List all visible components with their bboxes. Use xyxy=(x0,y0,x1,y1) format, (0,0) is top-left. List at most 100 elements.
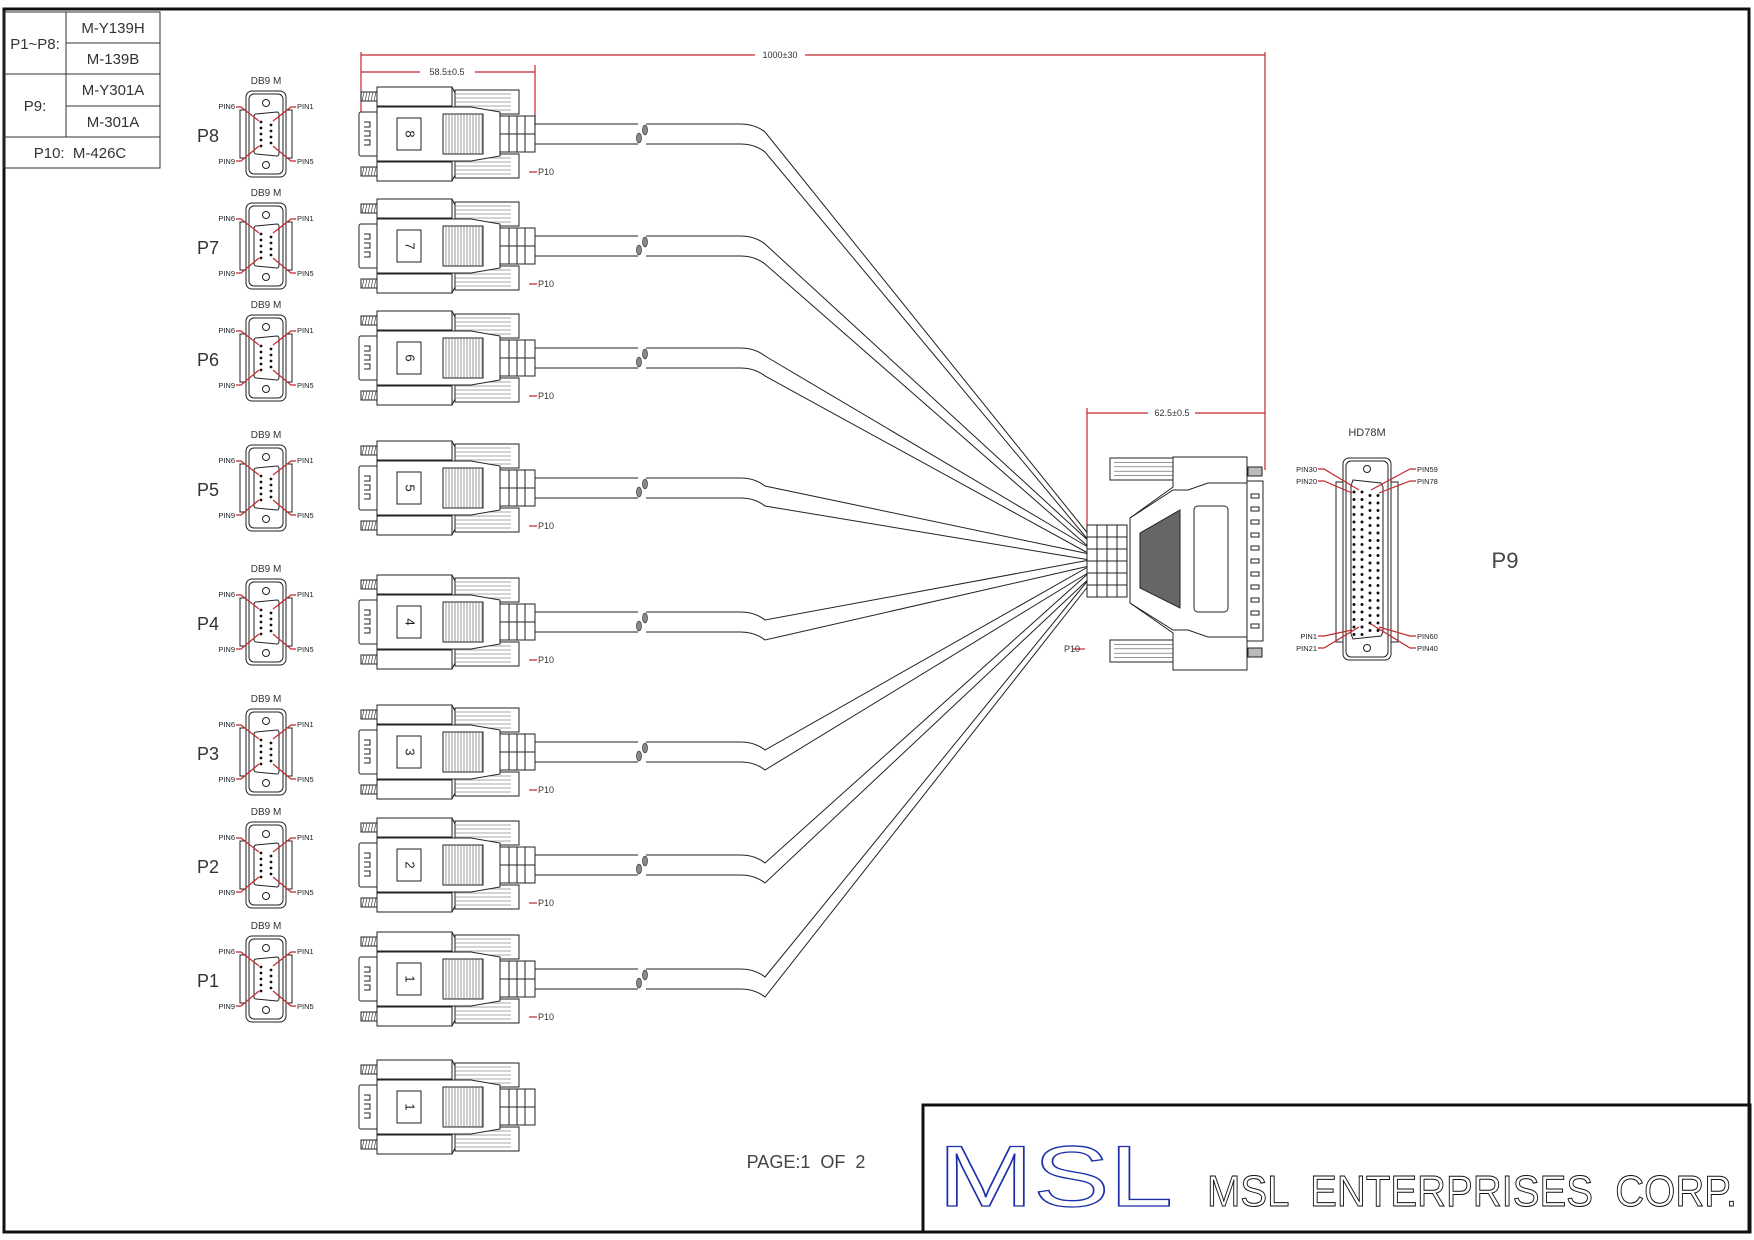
pin-dot xyxy=(1352,595,1356,599)
pin-dot xyxy=(1360,565,1364,569)
pin-label-top-left: PIN6 xyxy=(218,214,235,223)
pin-dot xyxy=(269,141,273,145)
connector-label: P4 xyxy=(197,614,219,634)
connector-label: P7 xyxy=(197,238,219,258)
pin-dot xyxy=(1352,490,1356,494)
pin-label-top-right: PIN1 xyxy=(297,456,314,465)
connector-number-box xyxy=(396,341,422,375)
mounting-hole-icon xyxy=(262,323,270,331)
mounting-hole-icon xyxy=(262,944,270,952)
db9-shell xyxy=(245,821,287,909)
pin-dot xyxy=(269,747,273,751)
pin-dot xyxy=(1368,494,1372,497)
cable xyxy=(535,581,1088,998)
db9-shell xyxy=(245,444,287,532)
thumbscrew xyxy=(1247,647,1263,658)
pin-dot xyxy=(259,244,263,248)
mounting-hole-icon xyxy=(262,1006,270,1014)
spec-part: M-Y139H xyxy=(81,20,144,37)
sheet-border xyxy=(2,7,1751,1234)
pin-dot xyxy=(1360,520,1364,524)
pin-dot xyxy=(1368,524,1372,527)
mounting-hole-icon xyxy=(262,779,270,787)
pin-label-top-left: PIN6 xyxy=(218,720,235,729)
pin-label-top-right: PIN1 xyxy=(297,590,314,599)
db9-plug xyxy=(358,335,380,381)
pin-dot xyxy=(259,738,263,742)
pin-dot xyxy=(1376,494,1380,497)
pin-dot xyxy=(259,350,263,354)
pin-dot xyxy=(259,977,263,981)
pin-dot xyxy=(1368,591,1372,595)
p10-marker: P10 xyxy=(538,521,554,531)
mounting-hole-icon xyxy=(262,99,270,107)
mounting-hole-icon xyxy=(262,161,270,169)
pin-dot xyxy=(1376,546,1380,550)
pin-label-top-left: PIN6 xyxy=(218,456,235,465)
pin-dot xyxy=(259,126,263,130)
pin-dot xyxy=(1368,516,1372,520)
cable-break-icon xyxy=(642,124,648,136)
connector-number-box xyxy=(396,229,422,263)
cable-break-icon xyxy=(642,348,648,360)
hd78-pin-label: PIN21 xyxy=(1296,644,1317,653)
pin-dot xyxy=(259,608,263,612)
db9-plug xyxy=(358,599,380,645)
connector-number-box xyxy=(396,735,422,769)
pin-dot xyxy=(1368,606,1372,610)
pin-label-bottom-left: PIN9 xyxy=(218,775,235,784)
db9-plug xyxy=(358,1084,380,1130)
pin-label-bottom-right: PIN5 xyxy=(297,381,314,390)
pin-dot xyxy=(1352,588,1356,591)
connector-label: P8 xyxy=(197,126,219,146)
pin-dot xyxy=(1360,588,1364,591)
connector-number: 4 xyxy=(403,618,418,625)
pin-dot xyxy=(1352,543,1356,546)
db9-plug xyxy=(358,842,380,888)
spec-table: P1~P8: M-Y139H M-139B P9: M-Y301A M-301A… xyxy=(3,11,161,169)
pin-dot xyxy=(259,132,263,136)
pin-dot xyxy=(1352,520,1356,524)
pin-dot xyxy=(1360,528,1364,531)
pin-label-bottom-left: PIN9 xyxy=(218,511,235,520)
pin-dot xyxy=(259,626,263,630)
pin-dot xyxy=(1368,546,1372,550)
cable-break-icon xyxy=(642,478,648,490)
pin-dot xyxy=(1360,558,1364,561)
db9-type-label: DB9 M xyxy=(251,430,282,441)
pin-dot xyxy=(269,623,273,627)
pin-dot xyxy=(259,144,263,148)
pin-dot xyxy=(1352,580,1356,584)
pin-dot xyxy=(1368,614,1372,617)
db9-plug xyxy=(358,729,380,775)
pin-dot xyxy=(269,872,273,876)
db9-plug xyxy=(358,956,380,1002)
pin-dot xyxy=(1360,498,1364,501)
p10-marker: P10 xyxy=(538,785,554,795)
grip xyxy=(442,225,484,267)
pin-dot xyxy=(259,492,263,496)
db9-shell xyxy=(245,935,287,1023)
pin-dot xyxy=(269,347,273,351)
pin-dot xyxy=(1352,603,1356,606)
db9-type-label: DB9 M xyxy=(251,807,282,818)
dimension-db9-label: 58.5±0.5 xyxy=(430,67,465,77)
grip xyxy=(442,601,484,643)
pin-label-bottom-right: PIN5 xyxy=(297,269,314,278)
pin-dot xyxy=(1352,633,1356,636)
pin-label-top-right: PIN1 xyxy=(297,947,314,956)
pin-dot xyxy=(259,232,263,236)
spec-part: M-Y301A xyxy=(82,82,145,99)
pin-dot xyxy=(1368,561,1372,565)
pin-label-bottom-right: PIN5 xyxy=(297,1002,314,1011)
page-number: PAGE:1 OF 2 xyxy=(747,1152,866,1172)
pin-label-bottom-right: PIN5 xyxy=(297,775,314,784)
mounting-hole-icon xyxy=(262,830,270,838)
hd78-pin-label: PIN60 xyxy=(1417,632,1438,641)
cable-break-icon xyxy=(642,612,648,624)
connector-label: P1 xyxy=(197,971,219,991)
pin-dot xyxy=(1368,569,1372,572)
pin-dot xyxy=(1376,599,1380,602)
